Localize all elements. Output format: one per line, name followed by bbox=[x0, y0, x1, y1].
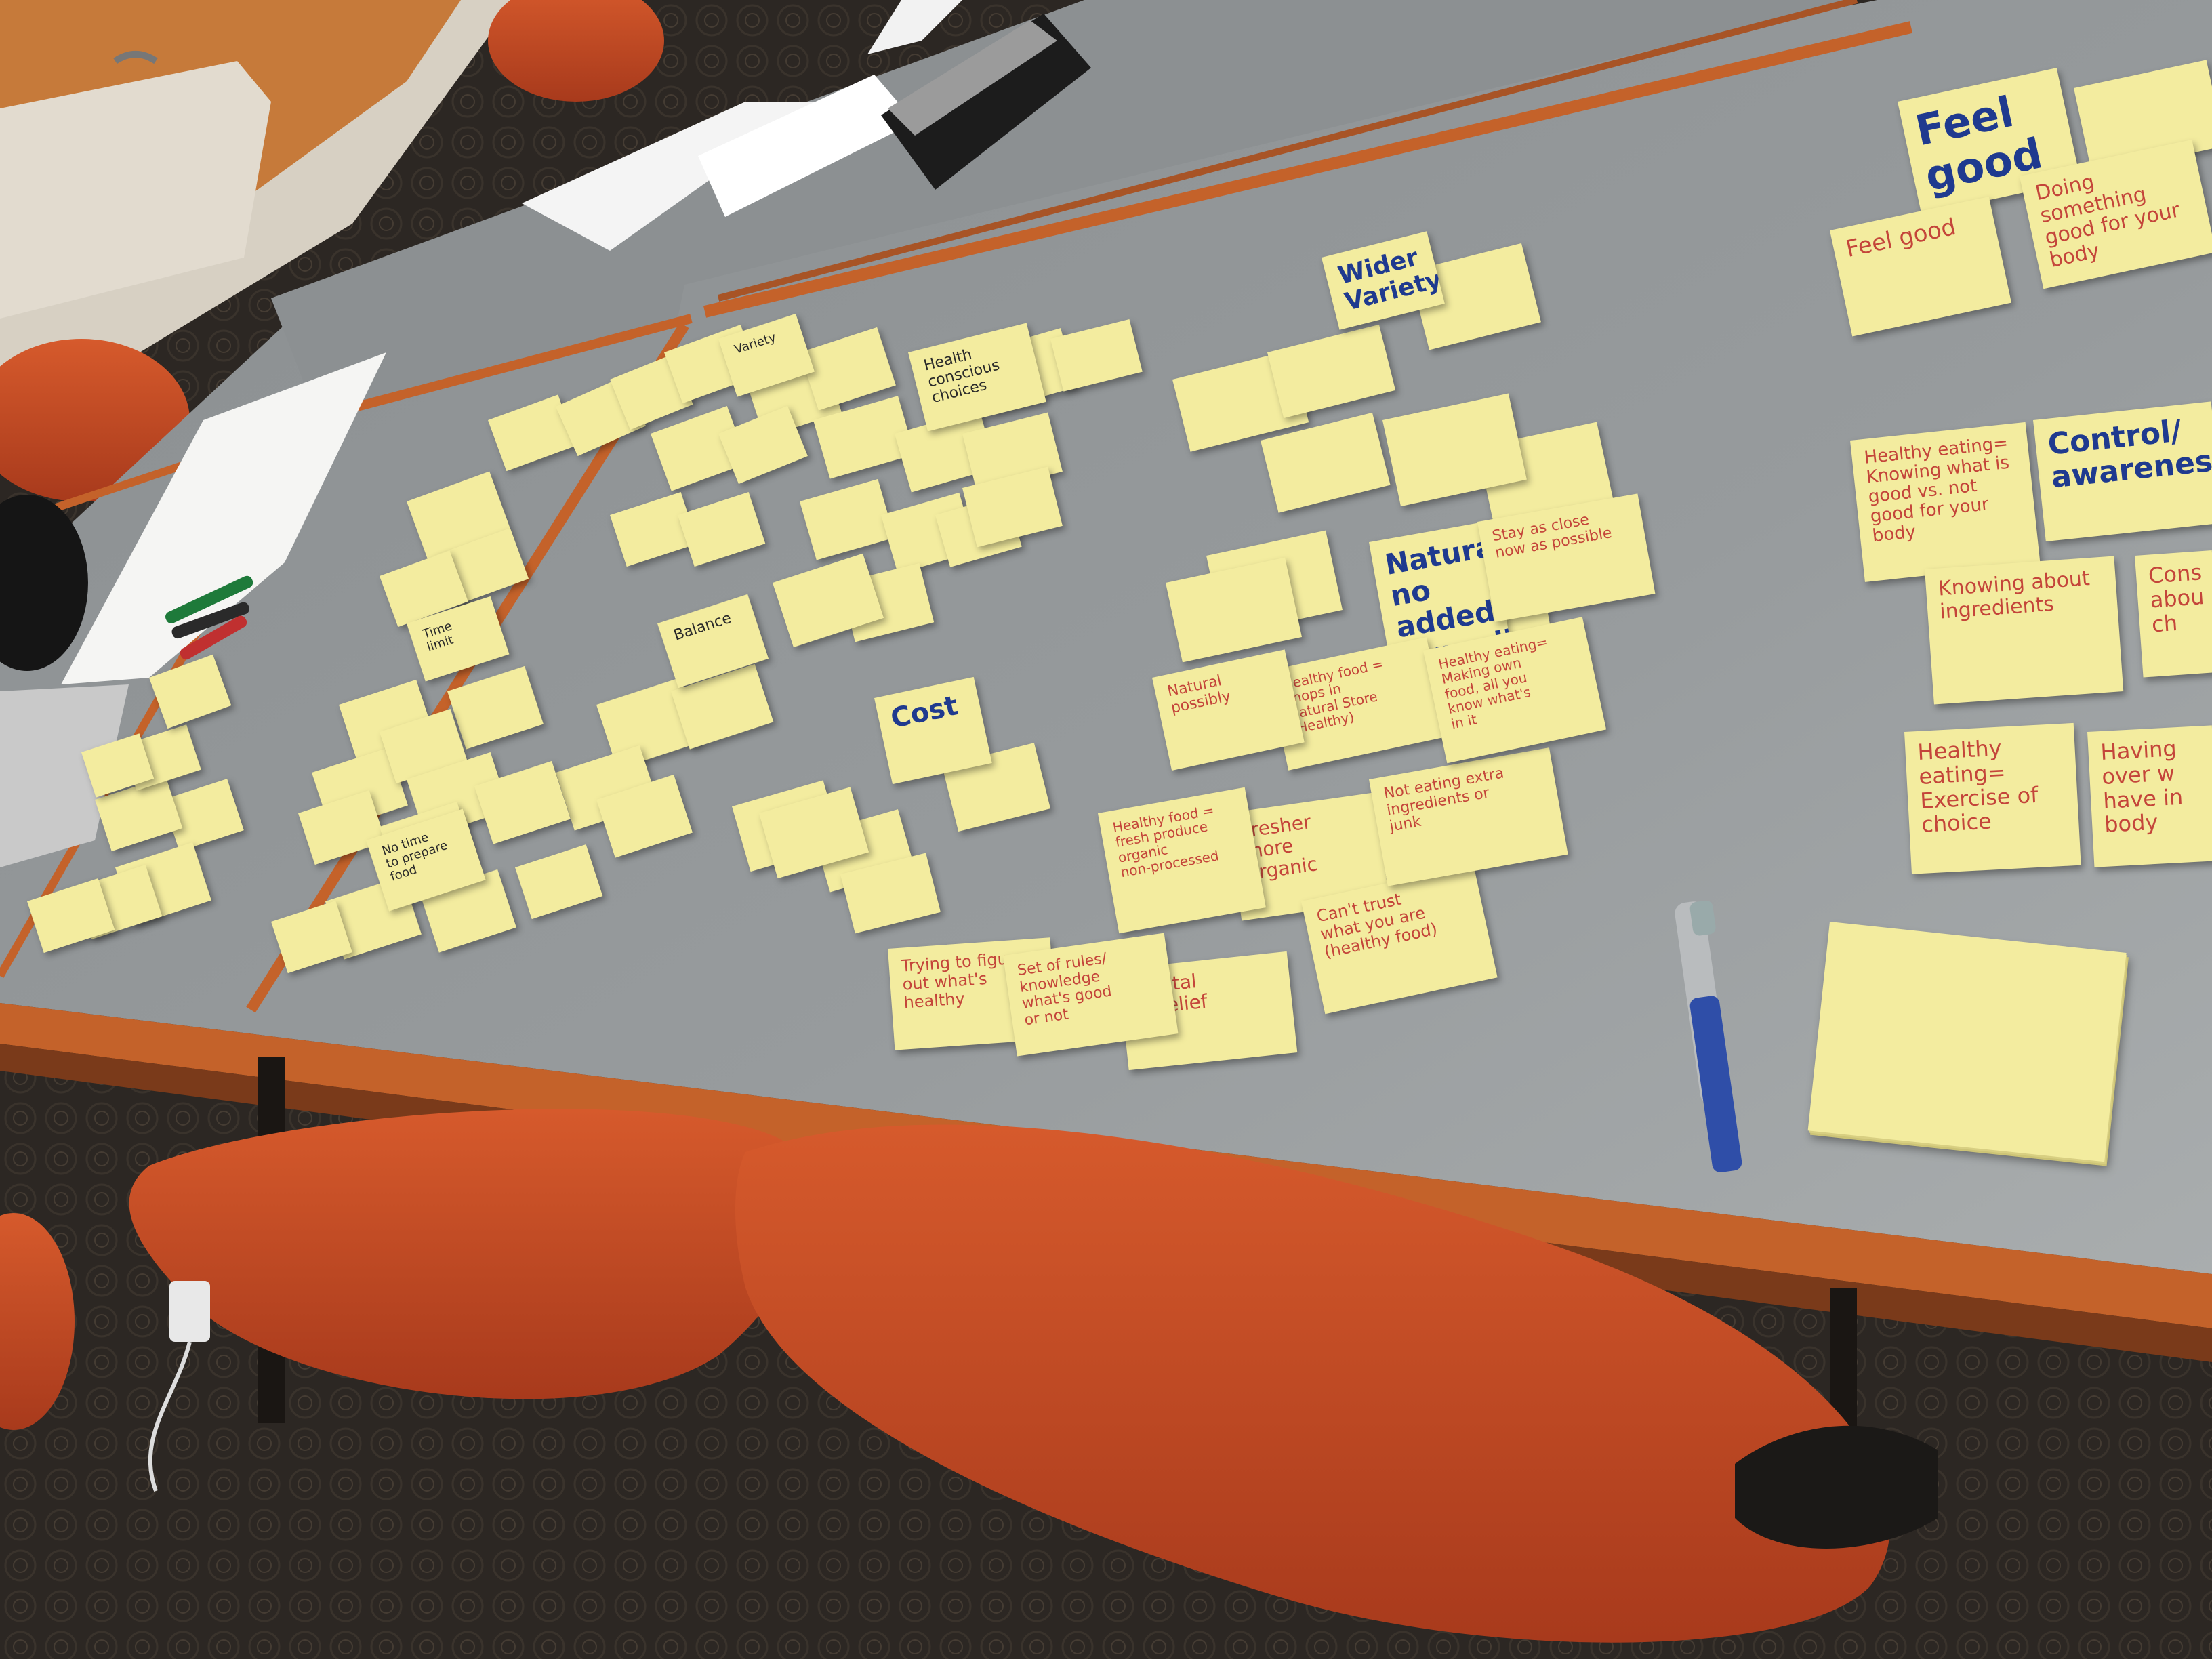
sticky-note-text: Wider Variety bbox=[1335, 243, 1445, 317]
sticky-note-text: Feel good bbox=[1843, 213, 1959, 264]
front-chair-2 bbox=[735, 1124, 1890, 1643]
sticky-note-text: Healthy food = shops in Natural Store (H… bbox=[1281, 655, 1385, 738]
sticky-note-text: Fresher more organic bbox=[1240, 810, 1319, 885]
sticky-note-text: Control/ awareness bbox=[2046, 413, 2212, 495]
black-case bbox=[881, 14, 1091, 190]
laptop bbox=[0, 684, 129, 867]
sticky-note-text: Variety bbox=[733, 330, 778, 357]
back-chair-1 bbox=[488, 0, 664, 102]
sticky-note-text: Healthy eating= Exercise of choice bbox=[1917, 735, 2039, 838]
sticky-note-text: Healthy food = fresh produce organic non… bbox=[1111, 802, 1221, 881]
sticky-note-text: Time limit bbox=[421, 619, 455, 655]
sticky-note-feel-good: Feel good bbox=[1830, 197, 2012, 337]
sticky-note-text: Doing something good for your body bbox=[2033, 169, 2182, 272]
sticky-note-unreadable bbox=[149, 654, 232, 729]
sticky-note-cons-partial: Cons abou ch bbox=[2135, 550, 2212, 678]
front-chair-1 bbox=[129, 1109, 815, 1399]
sticky-note-text: Health conscious choices bbox=[922, 346, 1002, 407]
sticky-note-text: Natural possibly bbox=[1166, 672, 1233, 717]
backpack bbox=[0, 495, 88, 671]
sticky-note-text: Healthy eating= Knowing what is good vs.… bbox=[1863, 432, 2011, 547]
sticky-note-text: Cons abou ch bbox=[2147, 559, 2205, 638]
sticky-note-healthy-fresh: Healthy food = fresh produce organic non… bbox=[1098, 787, 1266, 934]
sticky-note-unreadable bbox=[447, 665, 544, 750]
sticky-note-text: Cost bbox=[888, 690, 961, 735]
sticky-pad[interactable] bbox=[1807, 922, 2127, 1162]
blue-marker bbox=[1675, 900, 1742, 1172]
sticky-note-text: Having over w have in body bbox=[2100, 735, 2184, 838]
sticky-note-unreadable bbox=[678, 492, 766, 567]
sticky-note-unreadable bbox=[800, 327, 896, 411]
notebook bbox=[61, 352, 386, 684]
sticky-note-unreadable bbox=[1267, 324, 1396, 419]
sticky-note-text: No time to prepare food bbox=[380, 830, 450, 885]
sticky-note-exercise-choice: Healthy eating= Exercise of choice bbox=[1904, 722, 2081, 874]
sticky-note-unreadable bbox=[800, 478, 895, 560]
sticky-note-text: Healthy eating= Making own food, all you… bbox=[1437, 633, 1549, 733]
sticky-note-text: Set of rules/ knowledge what's good or n… bbox=[1016, 949, 1113, 1029]
sticky-note-knowing-ingredients: Knowing about ingredients bbox=[1925, 556, 2124, 705]
sticky-note-text: Balance bbox=[672, 609, 734, 644]
sticky-note-text: Knowing about ingredients bbox=[1937, 567, 2091, 624]
sticky-note-text: Not eating extra ingredients or junk bbox=[1382, 764, 1506, 836]
sticky-note-unreadable bbox=[515, 844, 603, 920]
sticky-note-unreadable bbox=[1166, 557, 1303, 663]
sticky-note-health-conscious: Health conscious choices bbox=[908, 323, 1046, 432]
sticky-note-unreadable bbox=[27, 878, 115, 954]
sticky-note-natural-possibly: Natural possibly bbox=[1152, 649, 1305, 771]
sticky-note-having-over: Having over w have in body bbox=[2087, 725, 2212, 867]
sticky-note-control-awareness: Control/ awareness bbox=[2033, 401, 2212, 542]
sticky-note-not-eating-extra: Not eating extra ingredients or junk bbox=[1369, 747, 1568, 886]
sticky-note-unreadable bbox=[1050, 319, 1143, 392]
sticky-note-knowing-good: Healthy eating= Knowing what is good vs.… bbox=[1850, 422, 2041, 582]
